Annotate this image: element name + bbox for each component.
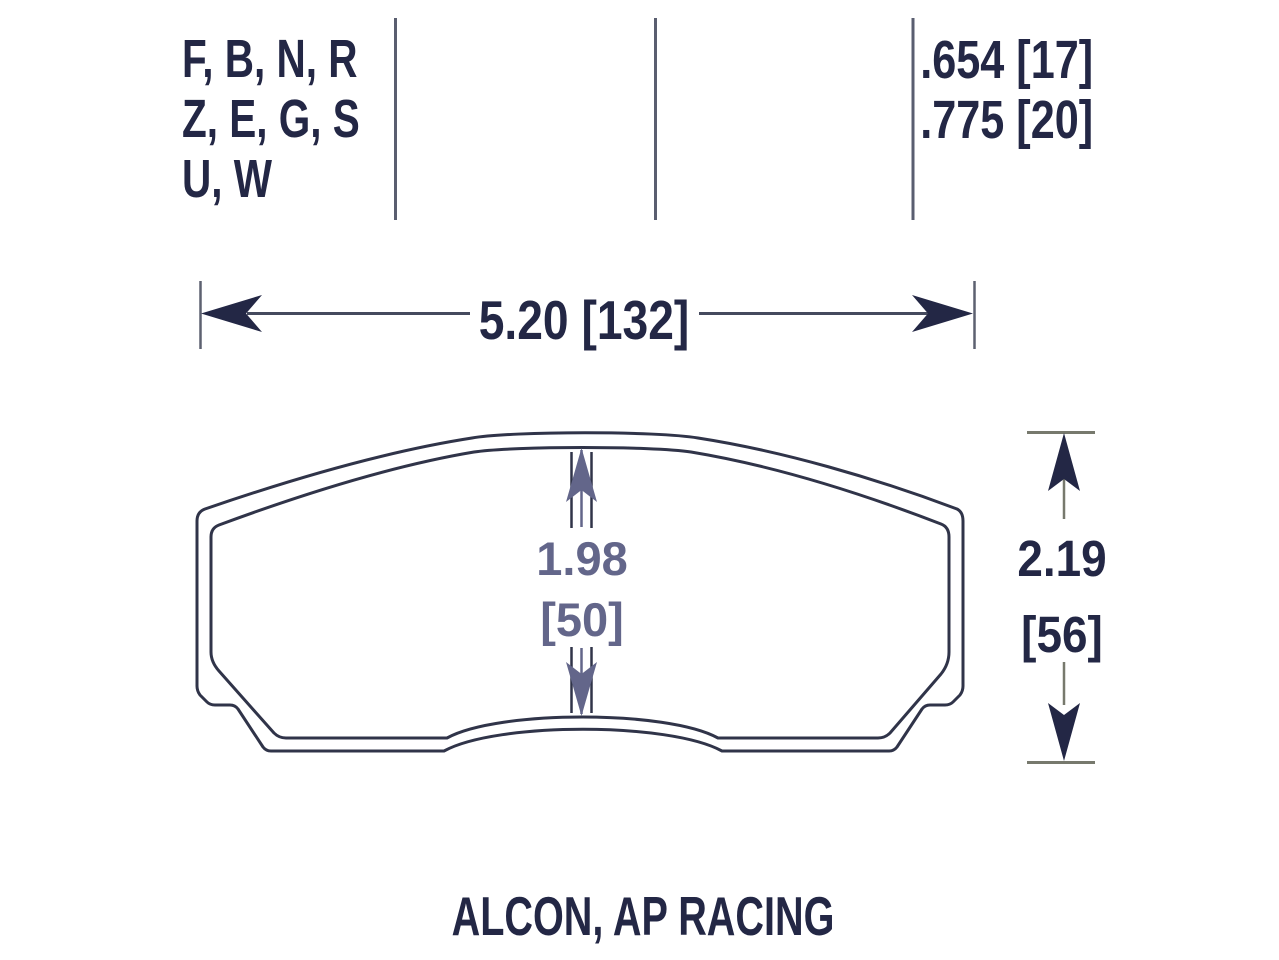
pad-height-dimension — [566, 448, 597, 716]
overall-height-dimension — [1027, 431, 1095, 764]
compound-codes-line-2: Z, E, G, S — [182, 89, 360, 149]
pad-height-arrow-up-icon — [566, 448, 597, 502]
pad-thickness-values: .654 [17] .775 [20] — [877, 30, 1093, 150]
overall-height-arrow-up-icon — [1048, 433, 1080, 491]
width-dimension — [199, 281, 976, 349]
pad-height-bracket: [50] — [540, 593, 624, 646]
pad-thickness-line-1: .654 [17] — [920, 30, 1093, 90]
compound-codes-line-3: U, W — [182, 149, 272, 209]
overall-height-arrow-down-icon — [1048, 703, 1080, 761]
compound-codes: F, B, N, R Z, E, G, S U, W — [182, 29, 419, 209]
width-dim-arrow-left-icon — [201, 295, 262, 332]
compound-codes-line-1: F, B, N, R — [182, 29, 358, 89]
overall-height-value: 2.19 — [1017, 530, 1107, 587]
width-dimension-label: 5.20 [132] — [478, 289, 690, 351]
overall-height-bracket: [56] — [1021, 606, 1103, 663]
separator-bars — [394, 18, 915, 220]
pad-outer-contour — [195, 431, 965, 753]
pad-thickness-line-2: .775 [20] — [920, 90, 1093, 150]
pad-height-value: 1.98 — [536, 532, 628, 585]
pad-inner-contour — [209, 446, 951, 740]
application-caption: ALCON, AP RACING — [451, 885, 835, 947]
pad-height-arrow-down-icon — [566, 662, 597, 716]
width-dim-arrow-right-icon — [912, 295, 973, 332]
